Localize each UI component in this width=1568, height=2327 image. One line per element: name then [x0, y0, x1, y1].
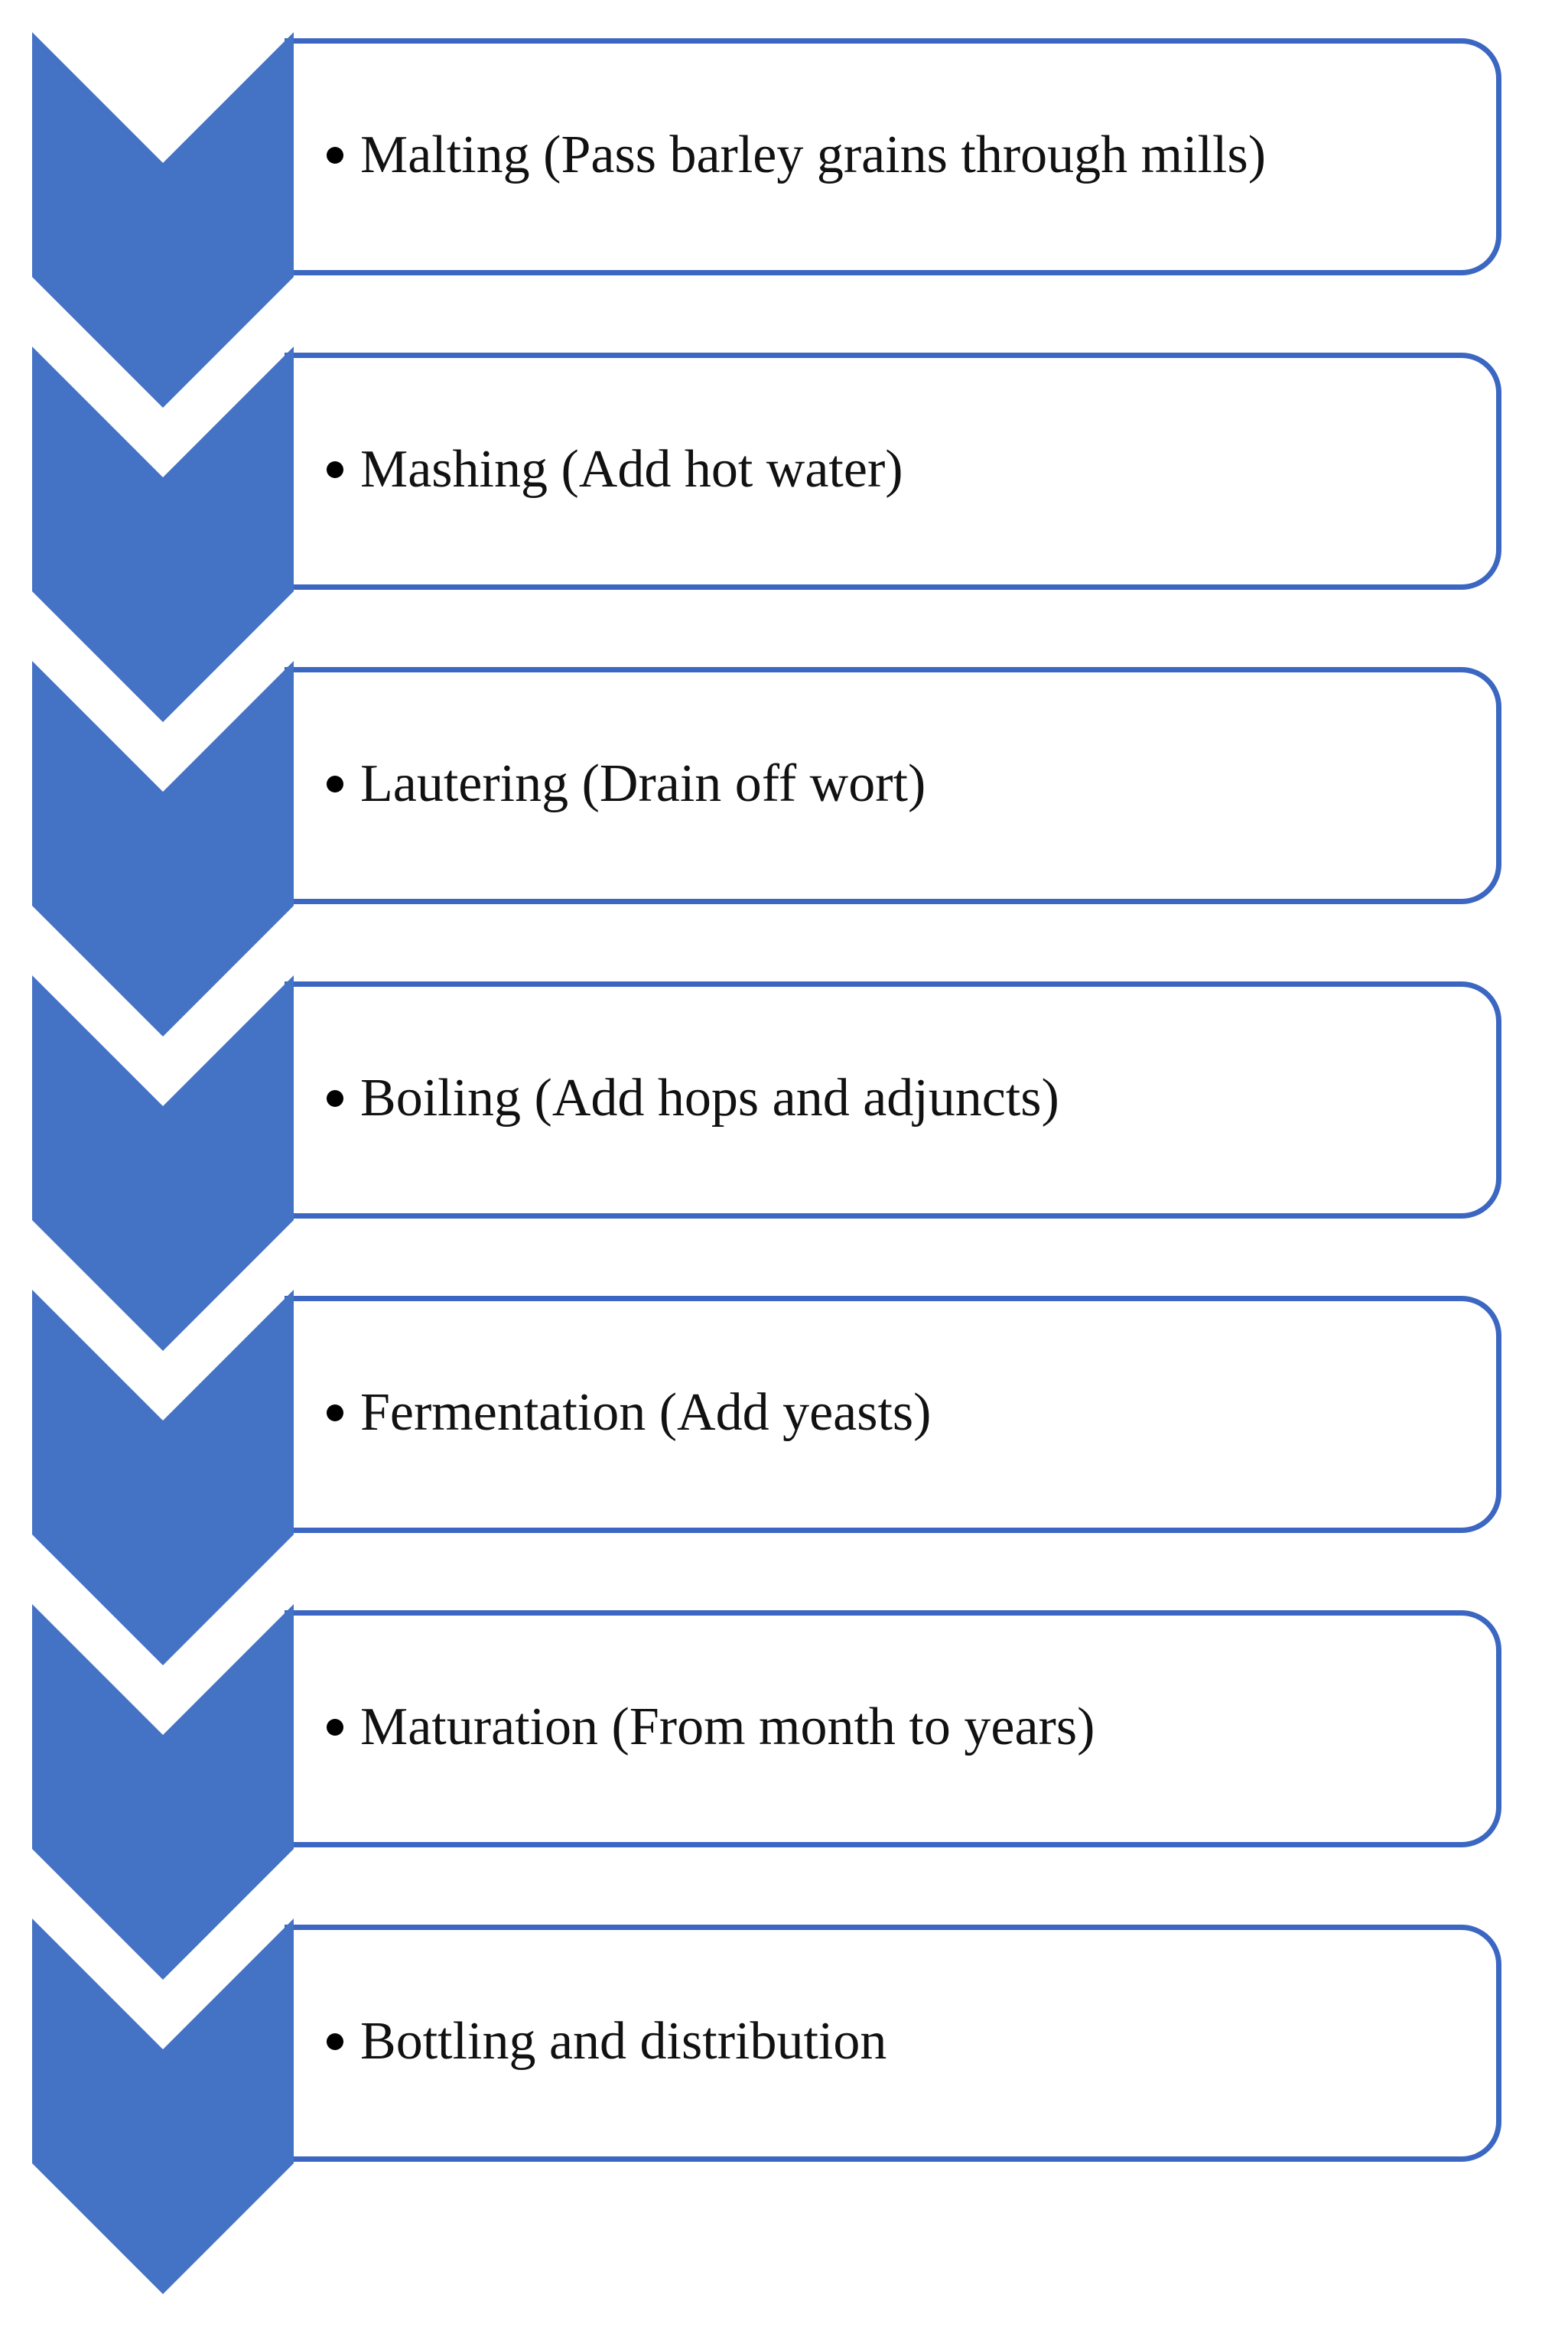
bullet-icon — [327, 147, 343, 164]
step-box: Bottling and distribution — [285, 1925, 1501, 2162]
step-box: Boiling (Add hops and adjuncts) — [285, 981, 1501, 1219]
step-box: Maturation (From month to years) — [285, 1610, 1501, 1847]
bullet-icon — [327, 461, 343, 478]
step-box: Mashing (Add hot water) — [285, 353, 1501, 590]
step-label: Bottling and distribution — [360, 2012, 887, 2071]
process-step-fermentation: Fermentation (Add yeasts) — [0, 1290, 1568, 1665]
step-box: Malting (Pass barley grains through mill… — [285, 38, 1501, 275]
step-label: Maturation (From month to years) — [360, 1697, 1095, 1756]
step-label: Boiling (Add hops and adjuncts) — [360, 1069, 1059, 1128]
bullet-icon — [327, 776, 343, 792]
chevron-down-icon — [32, 661, 294, 1037]
step-box: Fermentation (Add yeasts) — [285, 1296, 1501, 1533]
bullet-icon — [327, 1090, 343, 1107]
step-box: Lautering (Drain off wort) — [285, 667, 1501, 904]
chevron-down-icon — [32, 32, 294, 408]
chevron-down-icon — [32, 1919, 294, 2294]
bullet-icon — [327, 1404, 343, 1421]
process-step-lautering: Lautering (Drain off wort) — [0, 661, 1568, 1037]
step-label: Fermentation (Add yeasts) — [360, 1383, 932, 1442]
process-step-boiling: Boiling (Add hops and adjuncts) — [0, 975, 1568, 1351]
chevron-down-icon — [32, 975, 294, 1351]
process-step-malting: Malting (Pass barley grains through mill… — [0, 32, 1568, 408]
chevron-down-icon — [32, 1290, 294, 1665]
chevron-down-icon — [32, 1604, 294, 1980]
process-step-mashing: Mashing (Add hot water) — [0, 347, 1568, 722]
step-label: Lautering (Drain off wort) — [360, 754, 926, 813]
step-label: Mashing (Add hot water) — [360, 440, 903, 499]
process-step-maturation: Maturation (From month to years) — [0, 1604, 1568, 1980]
process-step-bottling: Bottling and distribution — [0, 1919, 1568, 2294]
bullet-icon — [327, 1719, 343, 1736]
step-label: Malting (Pass barley grains through mill… — [360, 125, 1267, 184]
bullet-icon — [327, 2033, 343, 2050]
chevron-down-icon — [32, 347, 294, 722]
